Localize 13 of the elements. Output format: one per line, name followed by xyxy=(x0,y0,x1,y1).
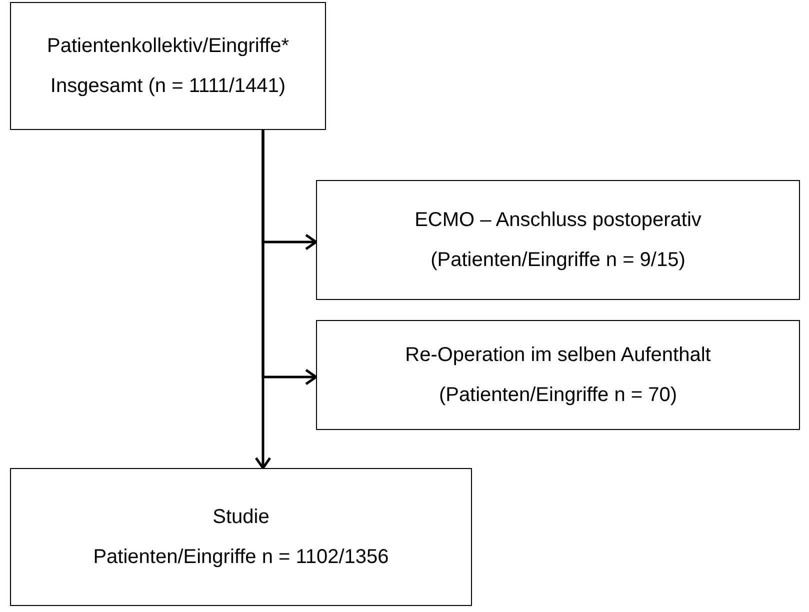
box-text: (Patienten/Eingriffe n = 9/15) xyxy=(430,248,686,273)
process-box xyxy=(10,468,472,606)
box-heading: Re-Operation im selben Aufenthalt xyxy=(405,343,711,368)
box-heading: Patientenkollektiv/Eingriffe* xyxy=(47,34,289,59)
process-box xyxy=(316,180,800,300)
box-heading: Studie xyxy=(212,505,270,530)
process-box xyxy=(316,320,800,430)
process-box xyxy=(10,2,326,130)
box-text: Insgesamt (n = 1111/1441) xyxy=(50,74,286,99)
box-text: (Patienten/Eingriffe n = 70) xyxy=(438,383,678,408)
box-text: Patienten/Eingriffe n = 1102/1356 xyxy=(93,545,389,570)
box-heading: ECMO – Anschluss postoperativ xyxy=(414,208,702,233)
arrow xyxy=(254,130,272,470)
